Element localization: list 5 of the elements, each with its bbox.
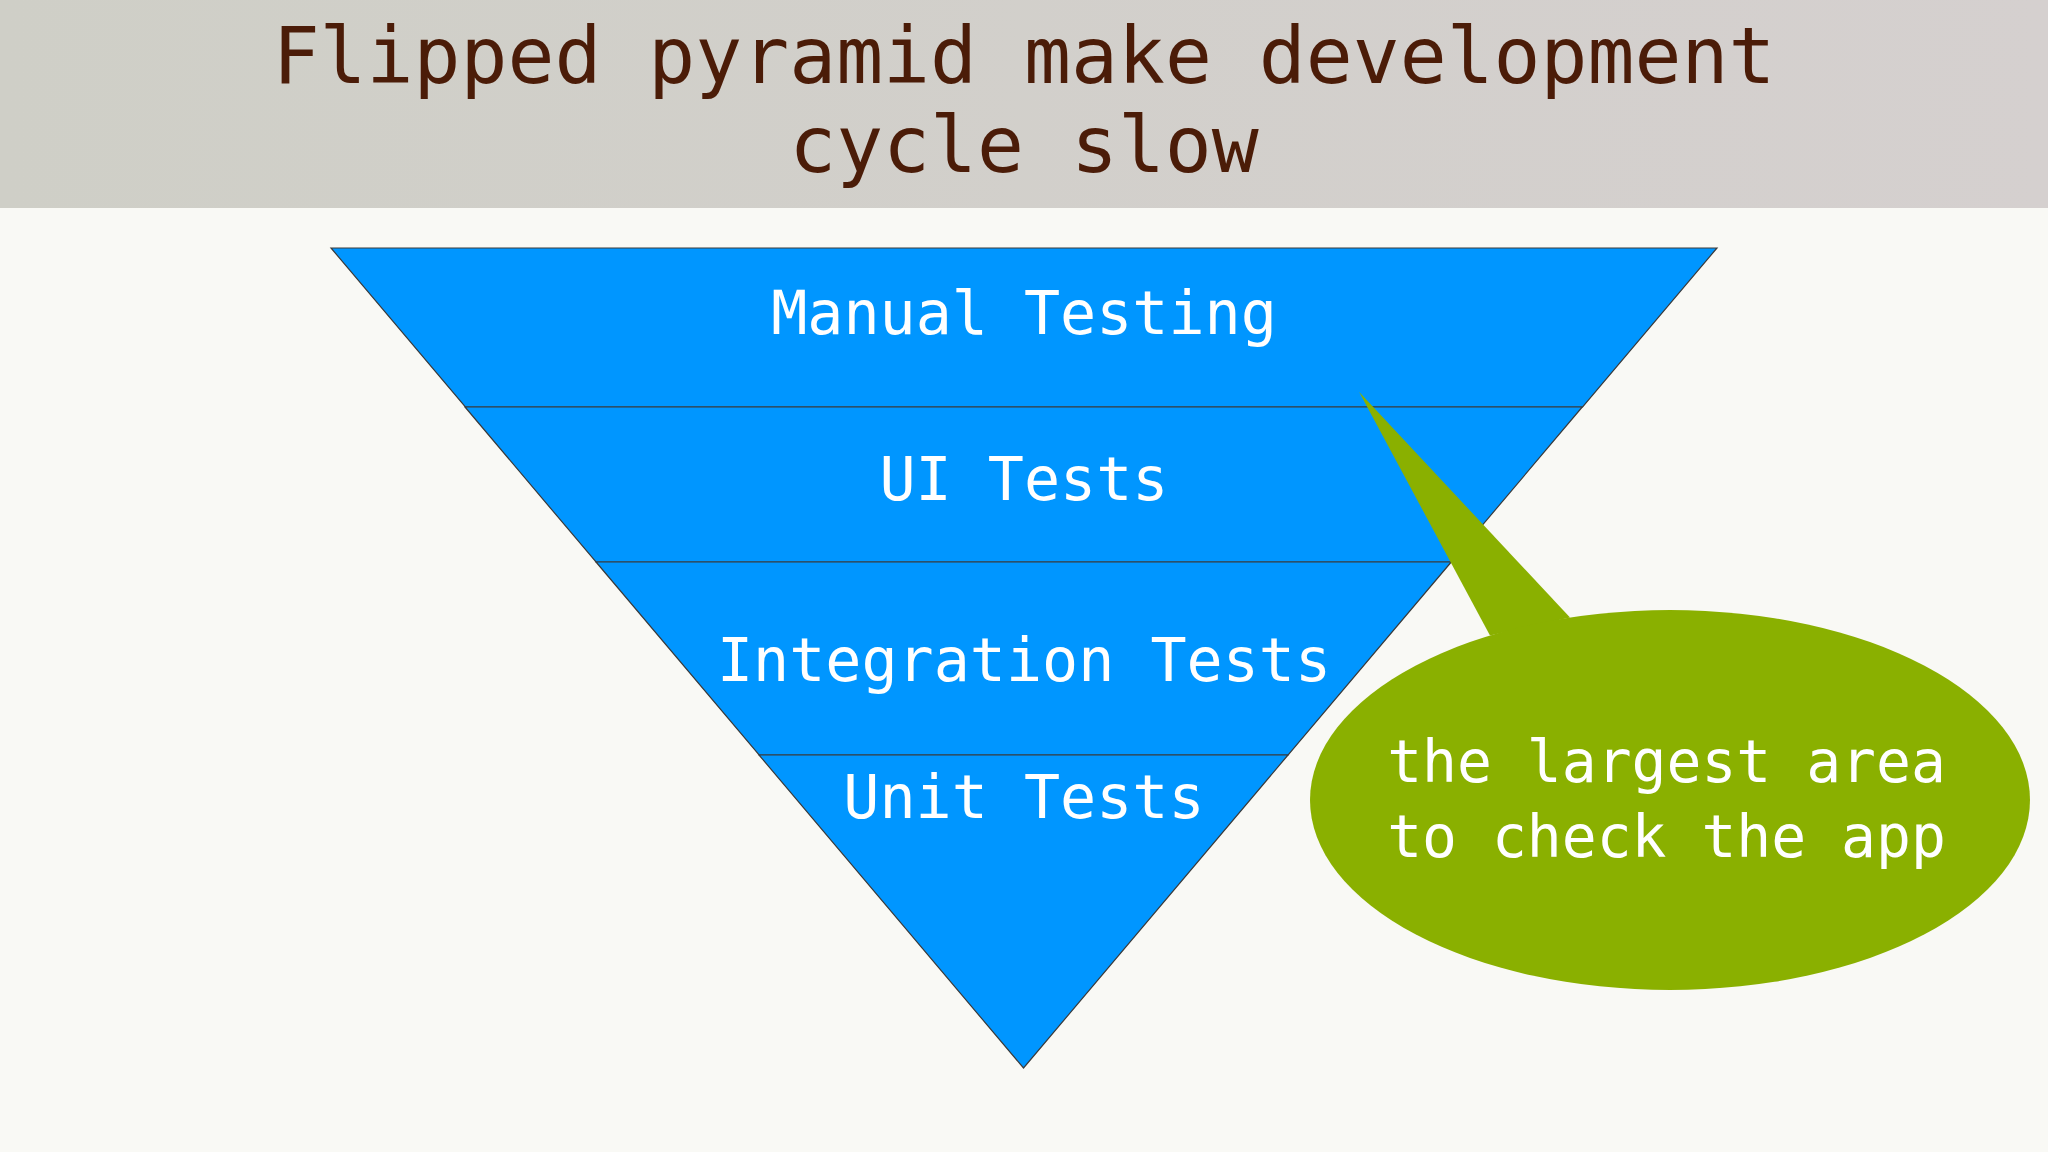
bubble-text: the largest area to check the app <box>1387 726 1947 873</box>
slide-title: Flipped pyramid make development cycle slow <box>272 12 1776 190</box>
tier-label: Unit Tests <box>843 767 1205 827</box>
callout-pointer <box>1359 392 1570 636</box>
tier-label: UI Tests <box>879 449 1169 509</box>
